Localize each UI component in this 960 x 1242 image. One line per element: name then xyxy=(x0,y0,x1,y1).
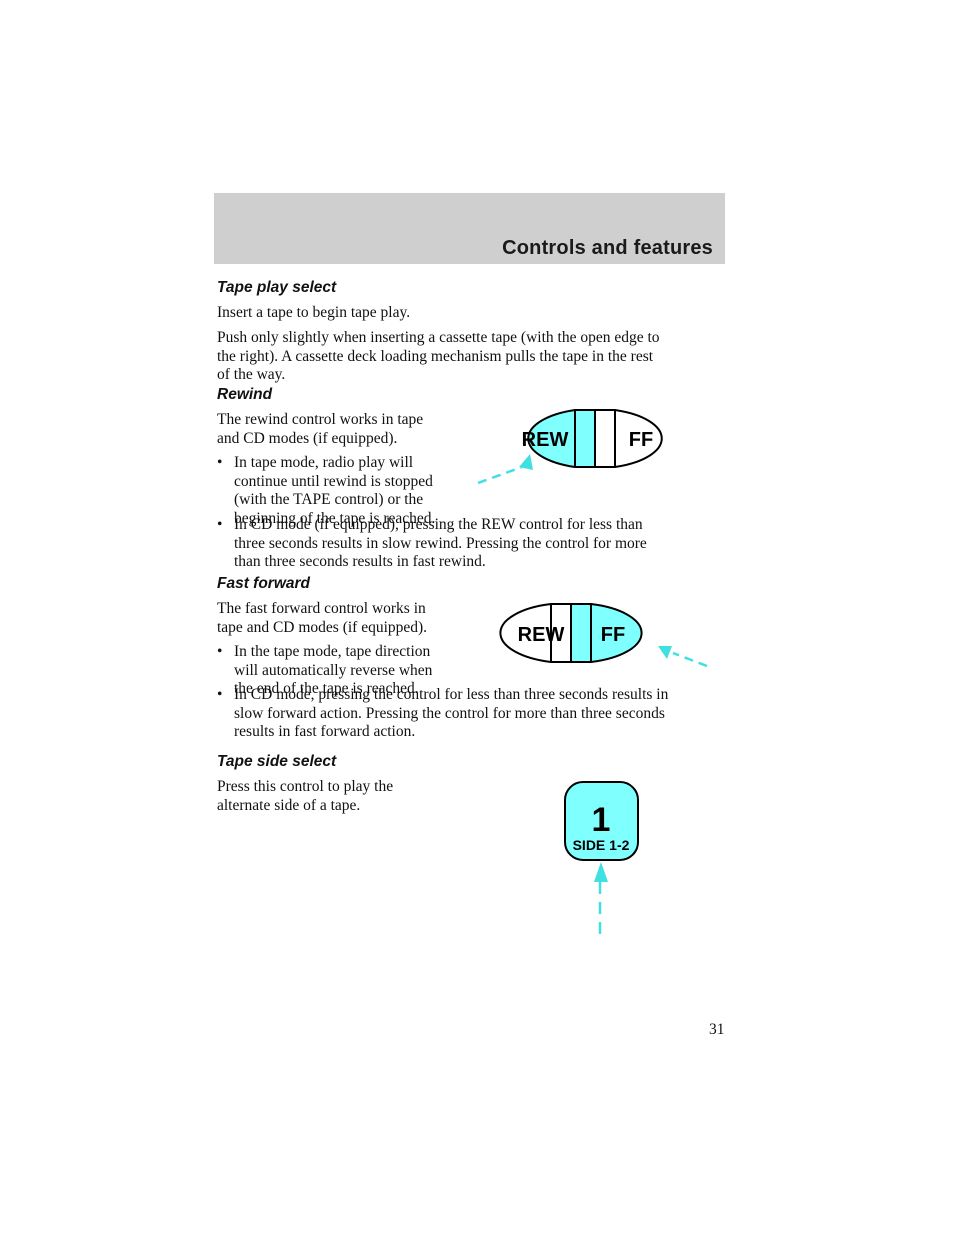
fast-forward-intro: The fast forward control works in tape a… xyxy=(217,600,428,636)
fast-forward-heading: Fast forward xyxy=(217,575,311,592)
fast-forward-button-diagram: REW FF xyxy=(499,603,708,668)
rewind-button-diagram: REW FF xyxy=(477,409,663,485)
fast-forward-bullet-tape: • In the tape mode, tape direction will … xyxy=(217,643,433,697)
ff-label: FF xyxy=(601,624,625,646)
ff-highlight xyxy=(570,603,643,663)
tape-side-intro: Press this control to play the alternate… xyxy=(217,778,394,814)
rew-label: REW xyxy=(522,429,569,451)
rewind-heading: Rewind xyxy=(217,386,273,403)
section-header-bar: Controls and features xyxy=(214,193,725,264)
side-number-label: 1 xyxy=(592,801,611,839)
tape-play-paragraph-1: Insert a tape to begin tape play. xyxy=(217,304,411,321)
side-button-highlight xyxy=(564,781,639,861)
section-title: Controls and features xyxy=(502,237,713,259)
rewind-bullet-tape: • In tape mode, radio play will continue… xyxy=(217,454,436,527)
tape-side-button-diagram: 1 SIDE 1-2 xyxy=(564,781,639,938)
rewind-bullet-cd: • In CD mode (if equipped), pressing the… xyxy=(217,516,647,570)
side-label: SIDE 1-2 xyxy=(573,837,630,853)
rew-label: REW xyxy=(518,624,565,646)
rew-highlight xyxy=(527,409,596,468)
rewind-intro: The rewind control works in tape and CD … xyxy=(217,411,424,447)
tape-play-paragraph-2: Push only slightly when inserting a cass… xyxy=(217,329,660,383)
fast-forward-bullet-cd: • In CD mode, pressing the control for l… xyxy=(217,686,669,740)
page-number: 31 xyxy=(709,1021,725,1038)
ff-label: FF xyxy=(629,429,653,451)
tape-side-heading: Tape side select xyxy=(217,753,337,770)
tape-play-heading: Tape play select xyxy=(217,279,337,296)
